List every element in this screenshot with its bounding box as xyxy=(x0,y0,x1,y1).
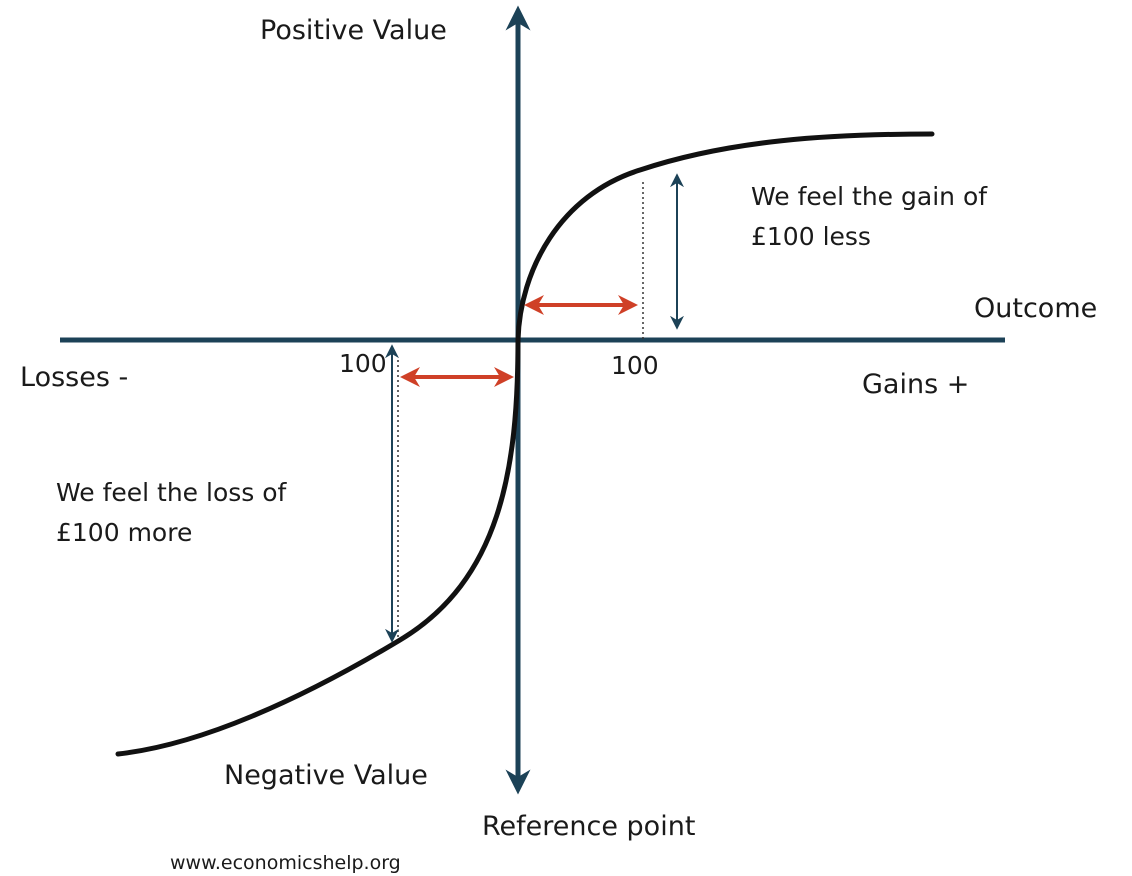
value-function-curve-loss xyxy=(115,337,521,757)
loss-tick-label: 100 xyxy=(339,349,387,378)
positive-value-label: Positive Value xyxy=(260,15,447,46)
value-function-curve xyxy=(515,131,935,343)
gain-tick-label: 100 xyxy=(611,351,659,380)
outcome-label: Outcome xyxy=(974,293,1097,324)
losses-label: Losses - xyxy=(20,362,128,393)
gain-note-line-2: £100 less xyxy=(751,222,871,251)
reference-point-label: Reference point xyxy=(482,811,695,842)
loss-note-line-1: We feel the loss of xyxy=(56,478,288,507)
loss-note-line-2: £100 more xyxy=(56,518,192,547)
gains-label: Gains + xyxy=(862,369,969,400)
source-credit: www.economicshelp.org xyxy=(170,852,401,874)
gain-note-line-1: We feel the gain of xyxy=(751,182,988,211)
negative-value-label: Negative Value xyxy=(224,760,428,791)
